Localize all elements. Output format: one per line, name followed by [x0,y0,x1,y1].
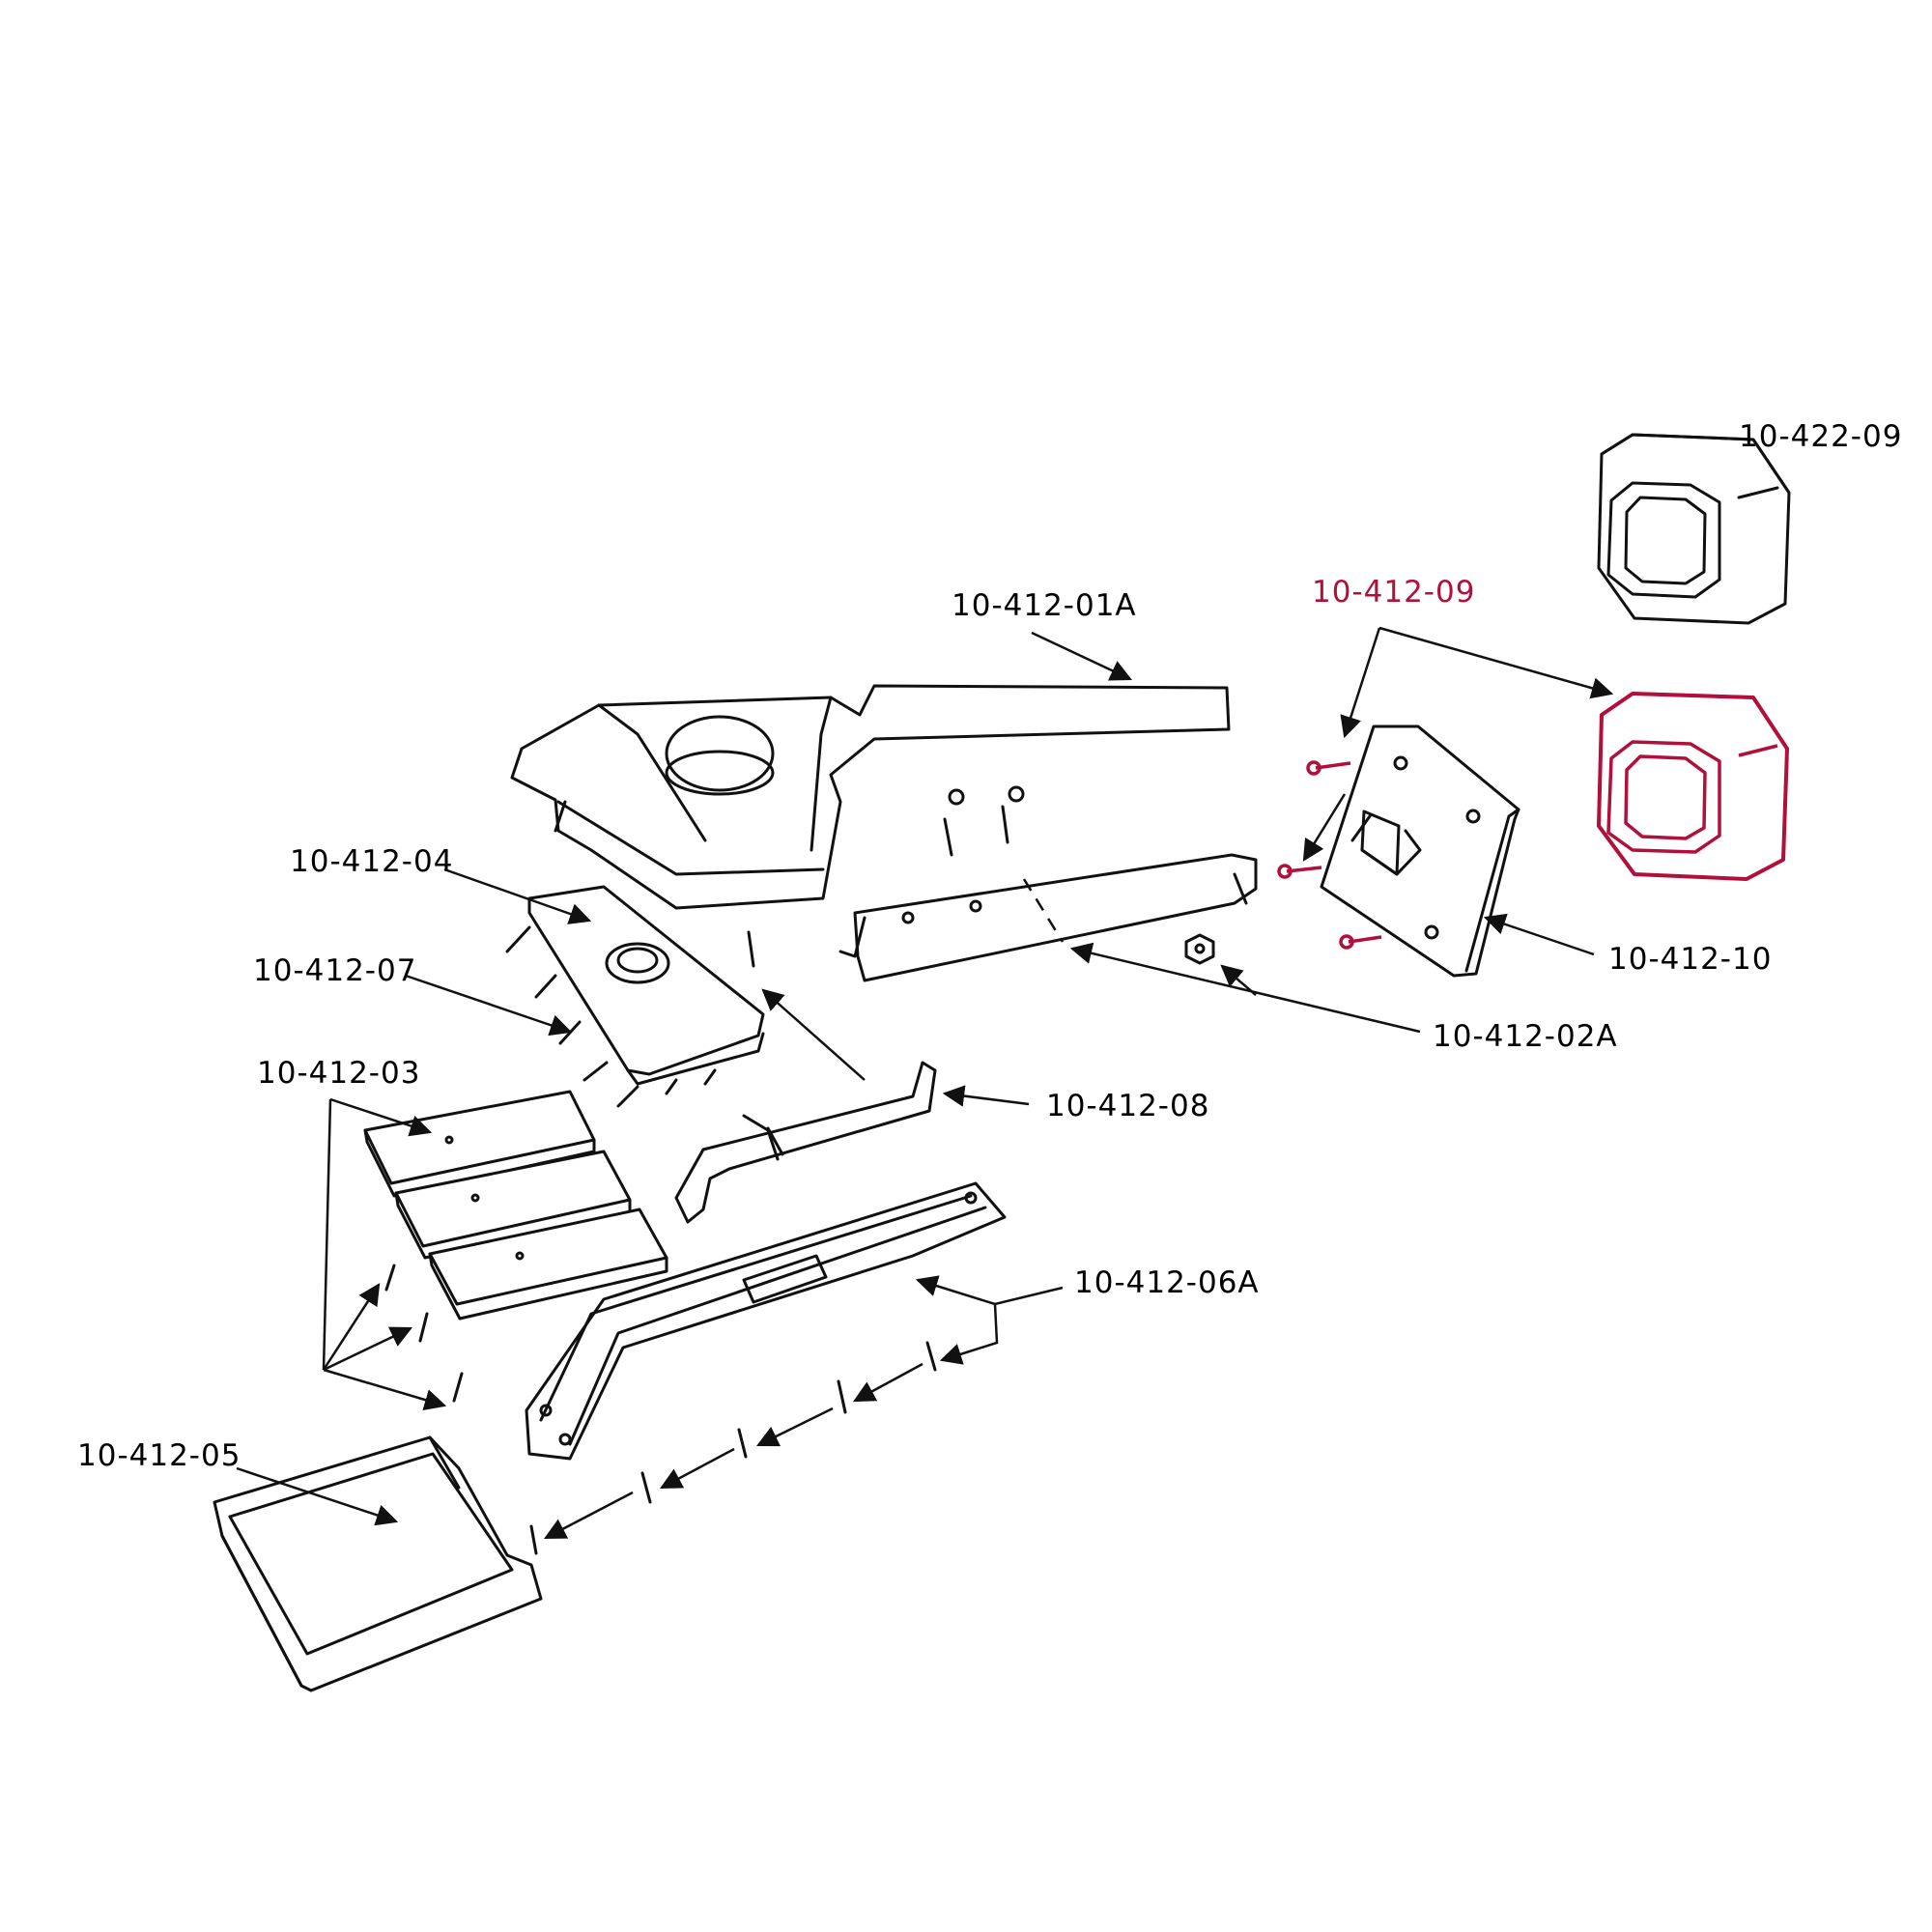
leader-10-412-08-b [761,988,866,1081]
leader-10-412-09-b [1302,793,1347,862]
part-10-412-02a-arm-bar [838,853,1258,982]
part-10-412-03-pad-3 [428,1208,668,1321]
part-10-412-02a-nut [1184,933,1215,965]
label-10-412-05: 10-412-05 [77,1438,242,1473]
leader-10-412-03-stem [322,1098,332,1371]
leader-10-412-03-a [329,1097,433,1137]
label-10-412-06a: 10-412-06A [1074,1265,1260,1300]
screw-10-412-09-c [1339,934,1382,950]
label-10-412-01a: 10-412-01A [952,588,1137,623]
label-10-412-03: 10-412-03 [257,1056,421,1091]
label-10-412-04: 10-412-04 [290,844,454,879]
leader-10-412-07 [405,974,573,1037]
part-10-412-09-knob-highlighted [1597,692,1789,881]
leader-10-412-06a-d [660,1447,735,1490]
part-10-412-10-plate [1320,724,1520,978]
leader-10-412-06a-a [915,1275,1064,1306]
label-10-422-09: 10-422-09 [1739,419,1903,454]
leader-10-412-03-c [323,1326,413,1372]
leader-10-412-06a-e [544,1491,634,1540]
leader-10-412-04 [443,867,592,924]
leader-10-412-02a-b [1220,964,1257,996]
screws-base-row [529,1341,937,1555]
part-set-screws [747,785,1025,968]
label-10-412-08: 10-412-08 [1046,1089,1210,1123]
part-10-412-06a-base [525,1181,1007,1461]
leader-10-412-01a [1031,631,1133,681]
label-10-412-10: 10-412-10 [1608,942,1773,977]
leader-lines [236,626,1614,1540]
leader-10-412-06a-c [755,1406,834,1447]
leader-10-412-06a-b [853,1362,923,1403]
part-10-412-03-pad-2 [394,1150,632,1260]
leader-10-412-03-b [322,1283,381,1371]
label-10-412-07: 10-412-07 [253,953,417,988]
leader-10-412-08 [942,1085,1030,1107]
part-10-422-09-knob [1597,433,1791,625]
leader-10-412-02a-a [1069,942,1421,1034]
part-10-412-08-lever [674,1061,937,1224]
screw-10-412-09-a [1306,760,1351,776]
leader-10-412-03-d [323,1368,447,1411]
leader-10-412-10 [1483,913,1595,956]
leader-10-412-09-stem [1378,626,1614,699]
part-10-412-03-pad-1 [363,1090,596,1198]
label-10-412-09-highlighted: 10-412-09 [1312,575,1476,610]
screw-10-412-09-b [1277,864,1322,879]
part-10-412-04-housing [527,885,765,1086]
part-10-412-05-cover [213,1435,543,1692]
leader-10-412-06a-stem [939,1303,999,1365]
leader-10-412-09-a [1340,627,1381,739]
label-10-412-02a: 10-412-02A [1433,1019,1618,1054]
screws-pad-row [384,1264,464,1403]
part-10-412-01a-handle [510,684,1231,910]
leader-10-412-05 [236,1466,399,1526]
